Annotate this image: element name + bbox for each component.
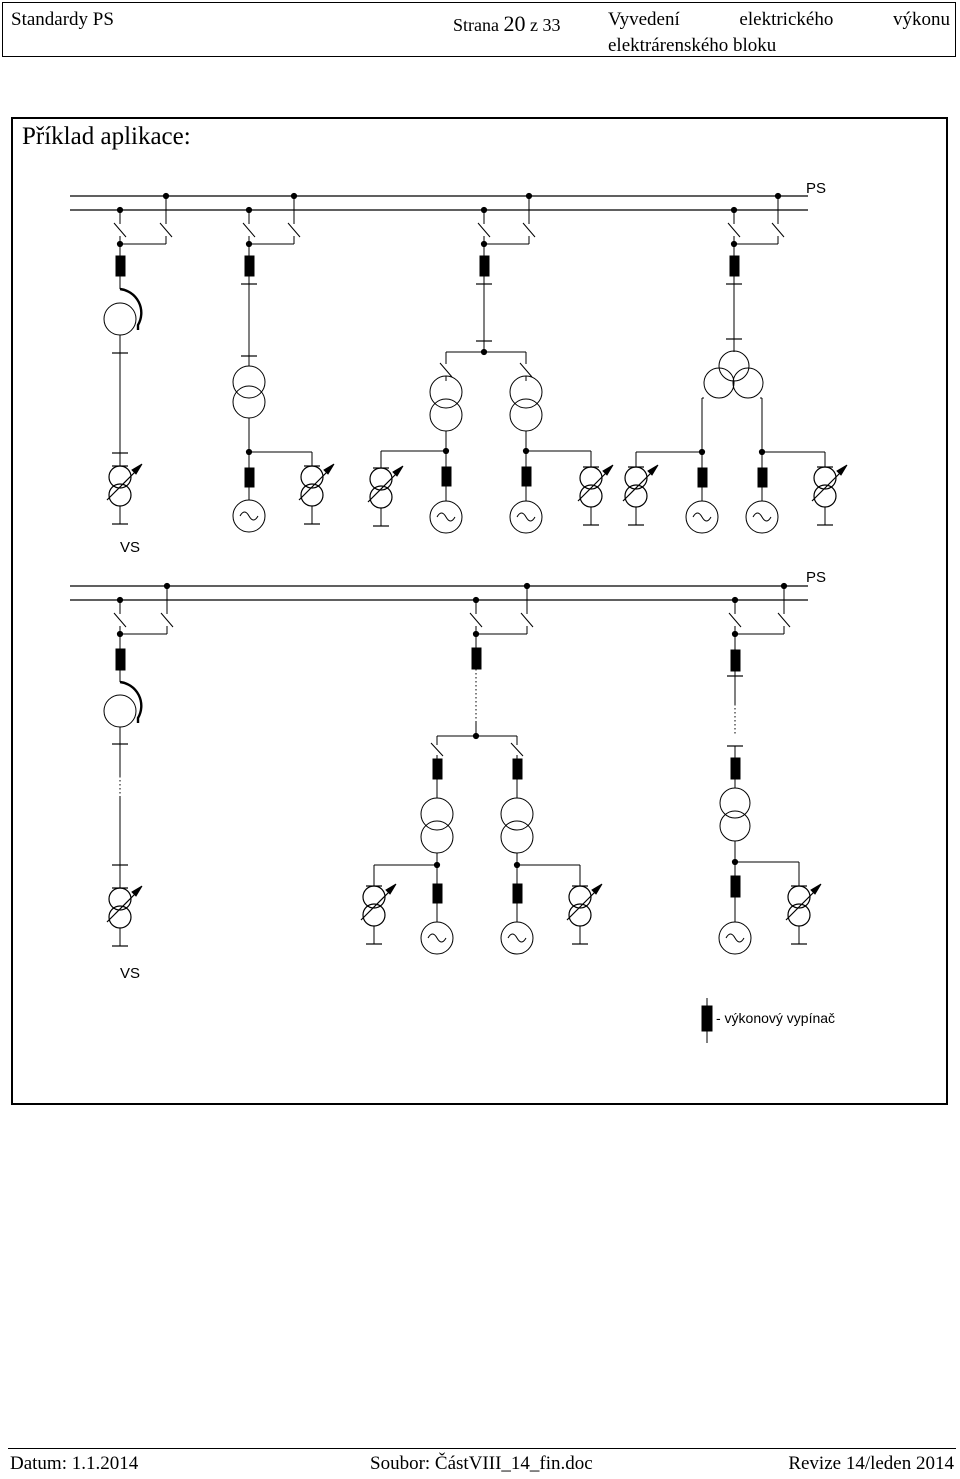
title-word-1: Vyvedení [608,9,680,30]
legend-text: - výkonový vypínač [716,1010,835,1026]
footer-file: Soubor: ČástVIII_14_fin.doc [370,1453,593,1474]
section-title: Příklad aplikace: [22,123,191,150]
bay-4-upper [622,192,848,534]
legend-breaker-symbol [701,998,713,1043]
header-page-number: Strana 20 z 33 [453,11,560,37]
label-vs-lower: VS [120,965,140,982]
page-header: Standardy PS Strana 20 z 33 Vyvedení elek… [2,2,956,57]
bay-1-lower [103,582,174,947]
header-standard-name: Standardy PS [11,9,114,30]
header-document-title: Vyvedení elektrického výkonu elektrárenské… [608,7,950,59]
bay-3-lower [718,582,822,955]
label-ps-lower: PS [806,569,826,586]
label-vs-upper: VS [120,539,140,556]
bay-1-upper [103,192,173,525]
upper-diagram [70,192,848,534]
bay-2-upper [232,192,335,533]
bay-3-upper [367,192,614,534]
title-line-2: elektrárenského bloku [608,35,777,56]
page-current: 20 [503,11,526,36]
example-frame: Příklad aplikace: [11,117,948,1105]
footer-revision: Revize 14/leden 2014 [788,1453,954,1474]
page-total: 33 [542,15,561,35]
lower-diagram [70,582,822,1043]
page-prefix: Strana [453,15,499,35]
page-of: z [529,15,538,35]
title-word-3: výkonu [892,9,950,30]
label-ps-upper: PS [806,180,826,197]
page-footer: Datum: 1.1.2014 Soubor: ČástVIII_14_fin.… [8,1448,956,1479]
title-word-2: elektrického [739,9,834,30]
bay-2-lower [360,582,603,955]
footer-date: Datum: 1.1.2014 [10,1453,139,1474]
